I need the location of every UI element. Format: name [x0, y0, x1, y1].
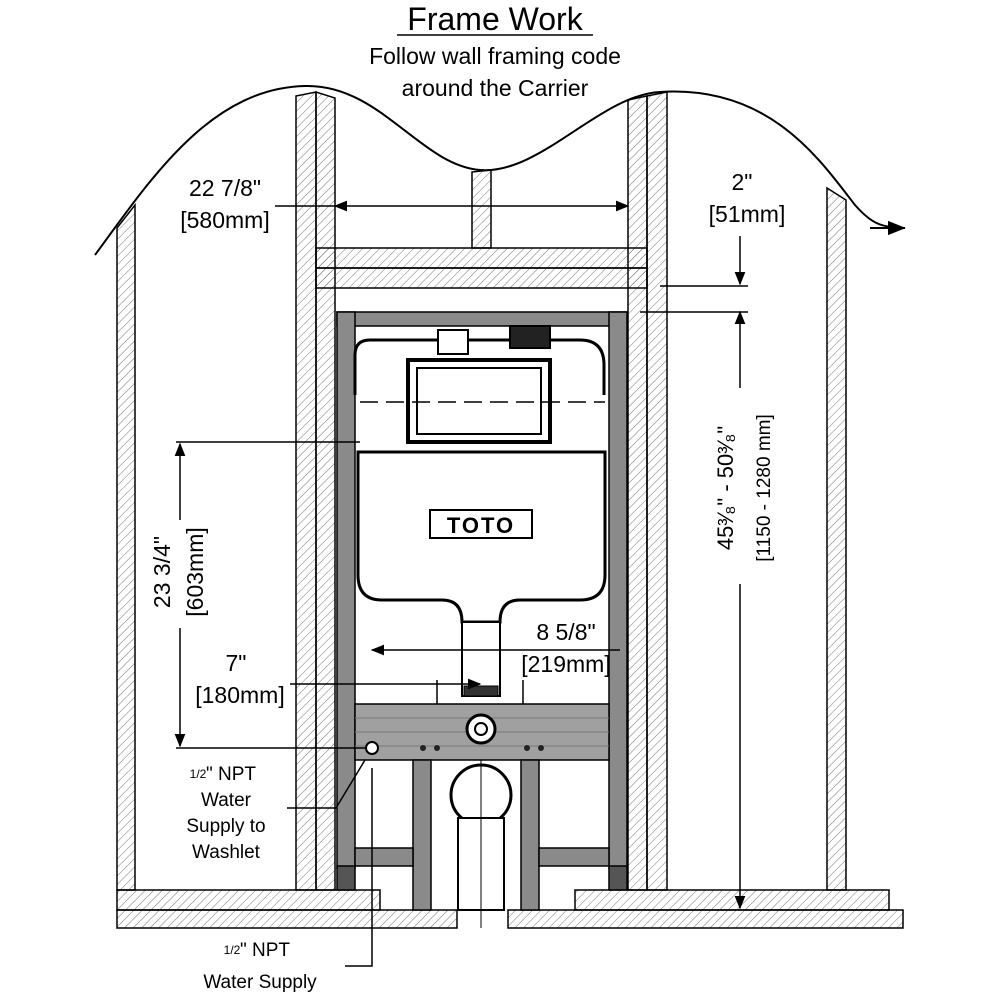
header-beams	[315, 247, 648, 289]
dim-stud-spacing-metric: [580mm]	[180, 207, 269, 233]
washlet-supply-fraction: 1/2	[190, 767, 207, 781]
carrier-foot-left	[354, 847, 414, 867]
dim-carrier-height-metric: [1150 - 1280 mm]	[754, 414, 775, 562]
dim-drain-offset-imperial: 8 5/8"	[536, 619, 595, 645]
carrier-leg-left	[412, 759, 432, 911]
leader-washlet-supply	[287, 759, 366, 809]
dim-flush-height-imperial: 23 3/4"	[149, 536, 175, 608]
carrier-upright-left	[336, 311, 356, 869]
subfloor-left	[116, 909, 458, 929]
stud-right-outer	[646, 91, 668, 891]
washlet-supply-line-2: Water	[201, 790, 252, 811]
floor-plate-right	[574, 889, 890, 911]
valve-fitting-right	[509, 325, 551, 349]
washlet-supply-line-4: Washlet	[192, 842, 261, 863]
carrier-top-rail	[336, 311, 628, 327]
valve-fitting-left	[437, 329, 469, 355]
stud-far-left	[116, 202, 136, 891]
dim-header-gap-metric: [51mm]	[709, 201, 786, 227]
subtitle-line-1: Follow wall framing code	[369, 43, 621, 69]
beam-fittings	[365, 741, 544, 755]
leader-water-supply	[345, 768, 373, 967]
wall-break-line	[94, 84, 906, 256]
carrier-upright-right	[608, 311, 628, 869]
callout-water-supply: 1/2 " NPT Water Supply	[203, 940, 317, 993]
dim-header-gap-imperial: 2"	[732, 169, 753, 195]
dim-supply-offset-metric: [180mm]	[195, 682, 284, 708]
washlet-supply-line-3: Supply to	[186, 816, 265, 837]
carrier-base-right	[608, 865, 628, 891]
stud-right-inner	[627, 95, 648, 891]
stud-left-inner	[315, 90, 336, 891]
carrier-leg-right	[520, 759, 540, 911]
dim-stud-spacing-imperial: 22 7/8"	[189, 175, 261, 201]
floor-plates	[116, 889, 904, 929]
water-supply-line-2: Water Supply	[203, 972, 317, 993]
subfloor-right	[507, 909, 904, 929]
toto-logo-text: TOTO	[447, 513, 515, 538]
dim-flush-height-metric: [603mm]	[182, 527, 208, 616]
inspection-window	[406, 358, 552, 444]
supply-hose	[353, 338, 606, 395]
dim-supply-offset-imperial: 7"	[226, 650, 247, 676]
callout-washlet-supply: 1/2 " NPT Water Supply to Washlet	[186, 764, 265, 863]
dim-carrier-height-imperial: 45³⁄₈" - 50³⁄₈"	[713, 426, 738, 550]
stud-far-right	[826, 186, 847, 891]
subtitle-line-2: around the Carrier	[402, 75, 589, 101]
floor-plate-left	[116, 889, 381, 911]
header-beam-top	[315, 247, 648, 269]
drain-assembly	[449, 713, 513, 928]
dimension-labels: 22 7/8" [580mm] 2" [51mm] 45³⁄₈" - 50³⁄₈…	[149, 169, 785, 708]
carrier-frame	[336, 311, 628, 911]
page-title: Frame Work	[407, 1, 583, 37]
washlet-supply-line-1: " NPT	[206, 764, 256, 785]
water-supply-fraction: 1/2	[224, 943, 241, 957]
stud-left-outer	[295, 91, 317, 891]
header-beam-bottom	[315, 267, 648, 289]
water-supply-line-1: " NPT	[240, 940, 290, 961]
dimension-lines	[174, 200, 748, 967]
carrier-foot-right	[538, 847, 610, 867]
carrier-base-left	[336, 865, 356, 891]
title-block: Frame Work Follow wall framing code arou…	[369, 1, 621, 101]
stud-center-short	[471, 169, 492, 249]
toto-logo: TOTO	[429, 509, 533, 539]
washlet-supply-fitting	[365, 741, 379, 755]
dim-drain-offset-metric: [219mm]	[521, 651, 610, 677]
pipe-collar	[463, 685, 499, 697]
pipe-to-bowl	[461, 621, 501, 697]
